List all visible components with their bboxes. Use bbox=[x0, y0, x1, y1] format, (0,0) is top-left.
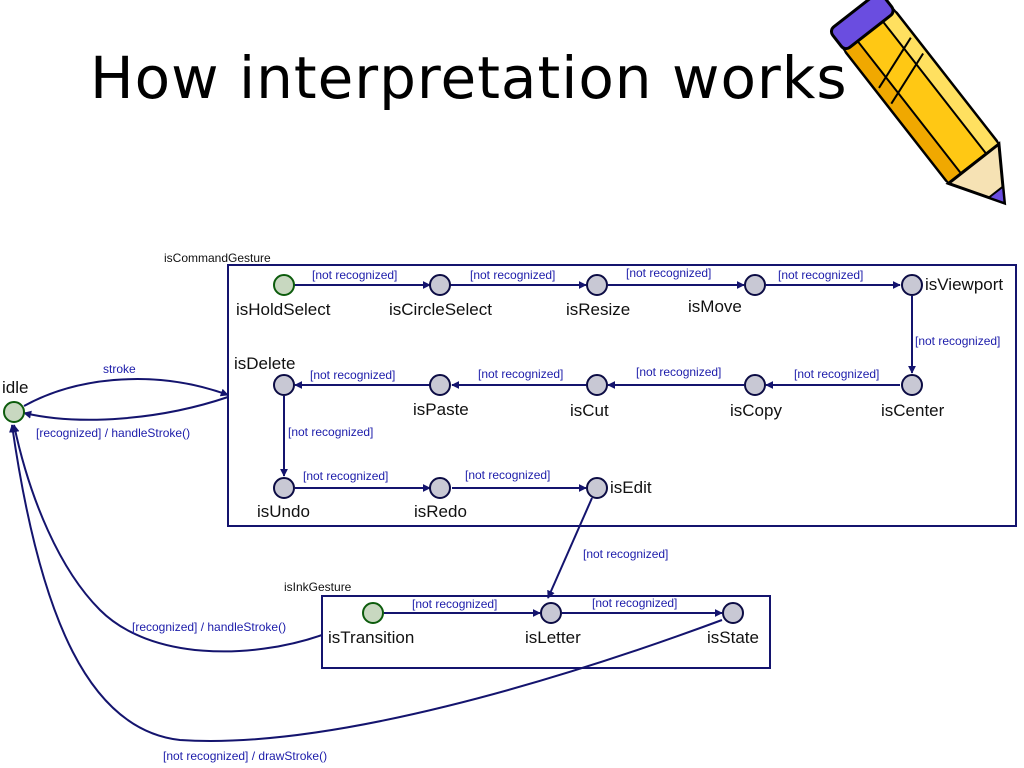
edge-edit-letter bbox=[547, 497, 593, 599]
edge-label-13: [not recognized] bbox=[583, 547, 668, 561]
edge-label-5: [not recognized] bbox=[915, 334, 1000, 348]
edge-command-to-idle bbox=[23, 396, 229, 421]
node-idle bbox=[3, 401, 25, 423]
node-ismove bbox=[744, 274, 766, 296]
edge-label-14: [not recognized] bbox=[412, 597, 497, 611]
edge-isstate-to-idle bbox=[9, 424, 723, 742]
edge-idle-to-command bbox=[23, 378, 229, 407]
node-iscenter bbox=[901, 374, 923, 396]
edge-label-recognized-handle: [recognized] / handleStroke() bbox=[36, 426, 190, 440]
label-iscopy: isCopy bbox=[730, 401, 782, 420]
label-iscircleselect: isCircleSelect bbox=[389, 300, 492, 319]
edge-label-10: [not recognized] bbox=[288, 425, 373, 439]
label-ispaste: isPaste bbox=[413, 400, 469, 419]
edge-ink-to-idle bbox=[11, 424, 323, 653]
ink-gesture-label: isInkGesture bbox=[284, 580, 352, 594]
edge-label-4: [not recognized] bbox=[778, 268, 863, 282]
label-isedit: isEdit bbox=[610, 478, 652, 497]
edge-label-8: [not recognized] bbox=[478, 367, 563, 381]
edge-label-6: [not recognized] bbox=[794, 367, 879, 381]
label-isstate: isState bbox=[707, 628, 759, 647]
node-iscopy bbox=[744, 374, 766, 396]
edge-label-1: [not recognized] bbox=[312, 268, 397, 282]
node-iscircleselect bbox=[429, 274, 451, 296]
node-isresize bbox=[586, 274, 608, 296]
node-istransition bbox=[362, 602, 384, 624]
edge-label-not-recognized-draw: [not recognized] / drawStroke() bbox=[163, 749, 327, 763]
edge-label-2: [not recognized] bbox=[470, 268, 555, 282]
label-ismove: isMove bbox=[688, 297, 742, 316]
edge-label-7: [not recognized] bbox=[636, 365, 721, 379]
label-isresize: isResize bbox=[566, 300, 630, 319]
label-istransition: isTransition bbox=[328, 628, 414, 647]
label-isredo: isRedo bbox=[414, 502, 467, 521]
label-isletter: isLetter bbox=[525, 628, 581, 647]
node-isviewport bbox=[901, 274, 923, 296]
edge-label-ink-recognized: [recognized] / handleStroke() bbox=[132, 620, 286, 634]
edge-label-3: [not recognized] bbox=[626, 266, 711, 280]
ink-gesture-box bbox=[321, 595, 771, 669]
label-isholdselect: isHoldSelect bbox=[236, 300, 331, 319]
node-isedit bbox=[586, 477, 608, 499]
node-isstate bbox=[722, 602, 744, 624]
edge-label-12: [not recognized] bbox=[465, 468, 550, 482]
edge-label-9: [not recognized] bbox=[310, 368, 395, 382]
label-iscenter: isCenter bbox=[881, 401, 945, 420]
label-isundo: isUndo bbox=[257, 502, 310, 521]
node-isdelete bbox=[273, 374, 295, 396]
edge-label-11: [not recognized] bbox=[303, 469, 388, 483]
label-idle: idle bbox=[2, 378, 28, 397]
node-isholdselect bbox=[273, 274, 295, 296]
label-isdelete: isDelete bbox=[234, 354, 295, 373]
node-ispaste bbox=[429, 374, 451, 396]
node-isredo bbox=[429, 477, 451, 499]
node-isletter bbox=[540, 602, 562, 624]
pencil-clipart bbox=[829, 0, 1007, 206]
edge-label-15: [not recognized] bbox=[592, 596, 677, 610]
command-gesture-label: isCommandGesture bbox=[164, 251, 271, 265]
label-iscut: isCut bbox=[570, 401, 609, 420]
node-isundo bbox=[273, 477, 295, 499]
edge-label-stroke: stroke bbox=[103, 362, 136, 376]
label-isviewport: isViewport bbox=[925, 275, 1003, 294]
node-iscut bbox=[586, 374, 608, 396]
slide-title: How interpretation works bbox=[90, 44, 848, 112]
